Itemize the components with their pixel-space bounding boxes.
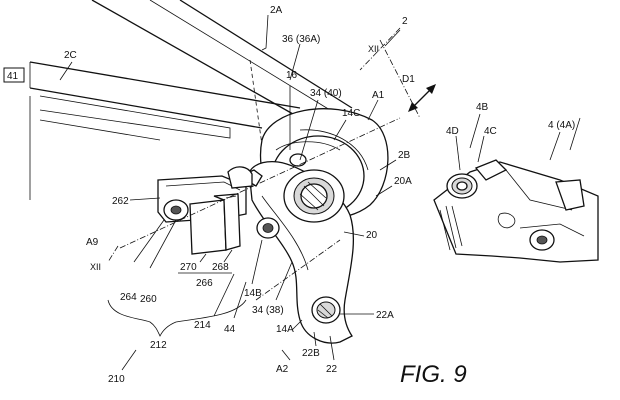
label-d1: D1 [402, 74, 415, 85]
frame-tube-2c [29, 61, 301, 200]
label-36-36a: 36 (36A) [282, 34, 320, 45]
label-22: 22 [326, 364, 338, 375]
label-4b: 4B [476, 102, 489, 113]
label-22b: 22B [302, 348, 320, 359]
label-270: 270 [180, 262, 197, 273]
label-14c: 14C [342, 108, 360, 119]
direction-arrow-d1 [408, 84, 436, 112]
frame-tube-2a [91, 0, 353, 146]
label-34-38: 34 (38) [252, 305, 284, 316]
label-268: 268 [212, 262, 229, 273]
label-a2: A2 [276, 364, 289, 375]
label-xii-bottom: XII [90, 262, 101, 272]
label-14a: 14A [276, 324, 294, 335]
axis-a9-a1 [119, 117, 401, 249]
brace-212 [107, 299, 247, 337]
figure-caption: FIG. 9 [400, 361, 467, 388]
label-20a: 20A [394, 176, 412, 187]
label-2: 2 [402, 16, 408, 27]
label-260: 260 [140, 294, 157, 305]
label-a1: A1 [372, 90, 385, 101]
label-20: 20 [366, 230, 378, 241]
leader-lines [59, 14, 581, 371]
axis-lines [107, 27, 421, 301]
reference-labels: 41 2A 2 36 (36A) XII 2C 16 34 (40) A1 D1… [3, 5, 575, 385]
label-4d: 4D [446, 126, 459, 137]
label-44: 44 [224, 324, 236, 335]
label-xii-top: XII [368, 44, 379, 54]
label-212: 212 [150, 340, 167, 351]
label-4c: 4C [484, 126, 497, 137]
label-2c: 2C [64, 50, 77, 61]
label-266: 266 [196, 278, 213, 289]
label-2a: 2A [270, 5, 283, 16]
bolt-14 [238, 169, 280, 239]
label-22a: 22A [376, 310, 394, 321]
label-214: 214 [194, 320, 211, 331]
label-16: 16 [286, 70, 298, 81]
label-2b: 2B [398, 150, 411, 161]
hanger-tail-22 [311, 296, 341, 324]
label-210: 210 [108, 374, 125, 385]
label-264: 264 [120, 292, 137, 303]
label-box-41 [3, 67, 25, 83]
label-41: 41 [7, 71, 19, 82]
label-a9: A9 [86, 237, 99, 248]
label-14b: 14B [244, 288, 262, 299]
clamp-device-260 [157, 166, 253, 255]
label-34-40: 34 (40) [310, 88, 342, 99]
caliper-4 [433, 159, 599, 263]
label-262: 262 [112, 196, 129, 207]
label-4-4a: 4 (4A) [548, 120, 575, 131]
